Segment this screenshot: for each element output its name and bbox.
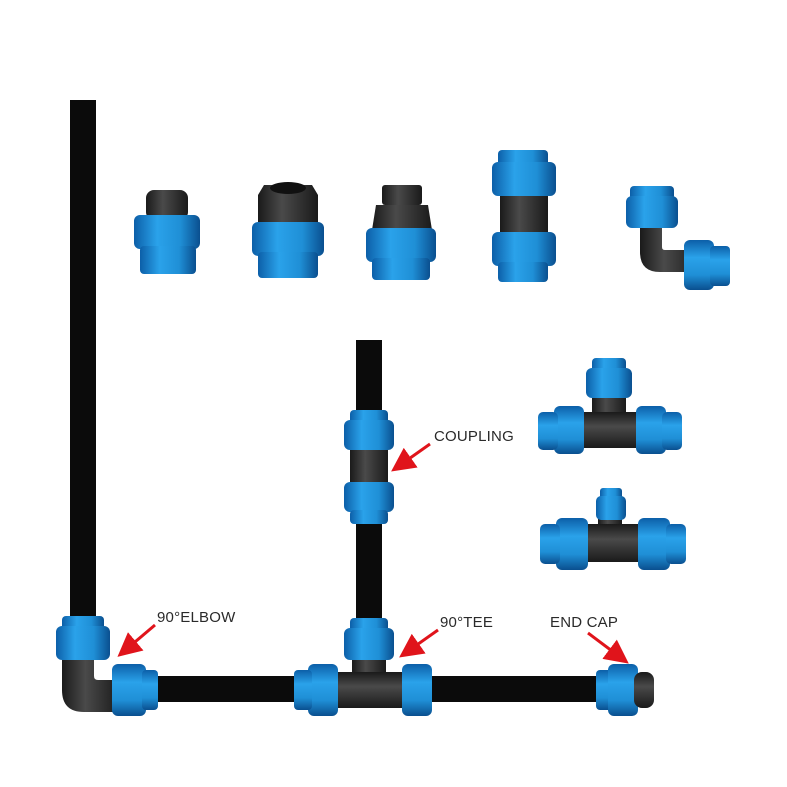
assembly-elbow	[56, 616, 158, 716]
assembly-tee	[294, 618, 432, 716]
coupling-arrow	[391, 442, 431, 472]
tee-arrow	[399, 628, 439, 658]
end-cap-product	[134, 190, 200, 274]
tee-label: 90°TEE	[440, 614, 494, 631]
end-cap-label: END CAP	[550, 614, 619, 631]
female-adapter-product	[252, 182, 324, 278]
elbow-label: 90°ELBOW	[157, 609, 236, 626]
assembly-coupling	[344, 410, 394, 524]
coupling-label: COUPLING	[434, 428, 514, 445]
male-adapter-product	[366, 185, 436, 280]
equal-tee-product	[538, 358, 682, 454]
assembly-end-cap	[596, 664, 654, 716]
elbow-arrow	[117, 623, 156, 657]
reducing-tee-product	[540, 488, 686, 570]
coupling-product	[492, 150, 556, 282]
vertical-pipe-left	[70, 100, 96, 640]
elbow-product	[626, 186, 730, 290]
end-cap-arrow	[587, 631, 629, 664]
